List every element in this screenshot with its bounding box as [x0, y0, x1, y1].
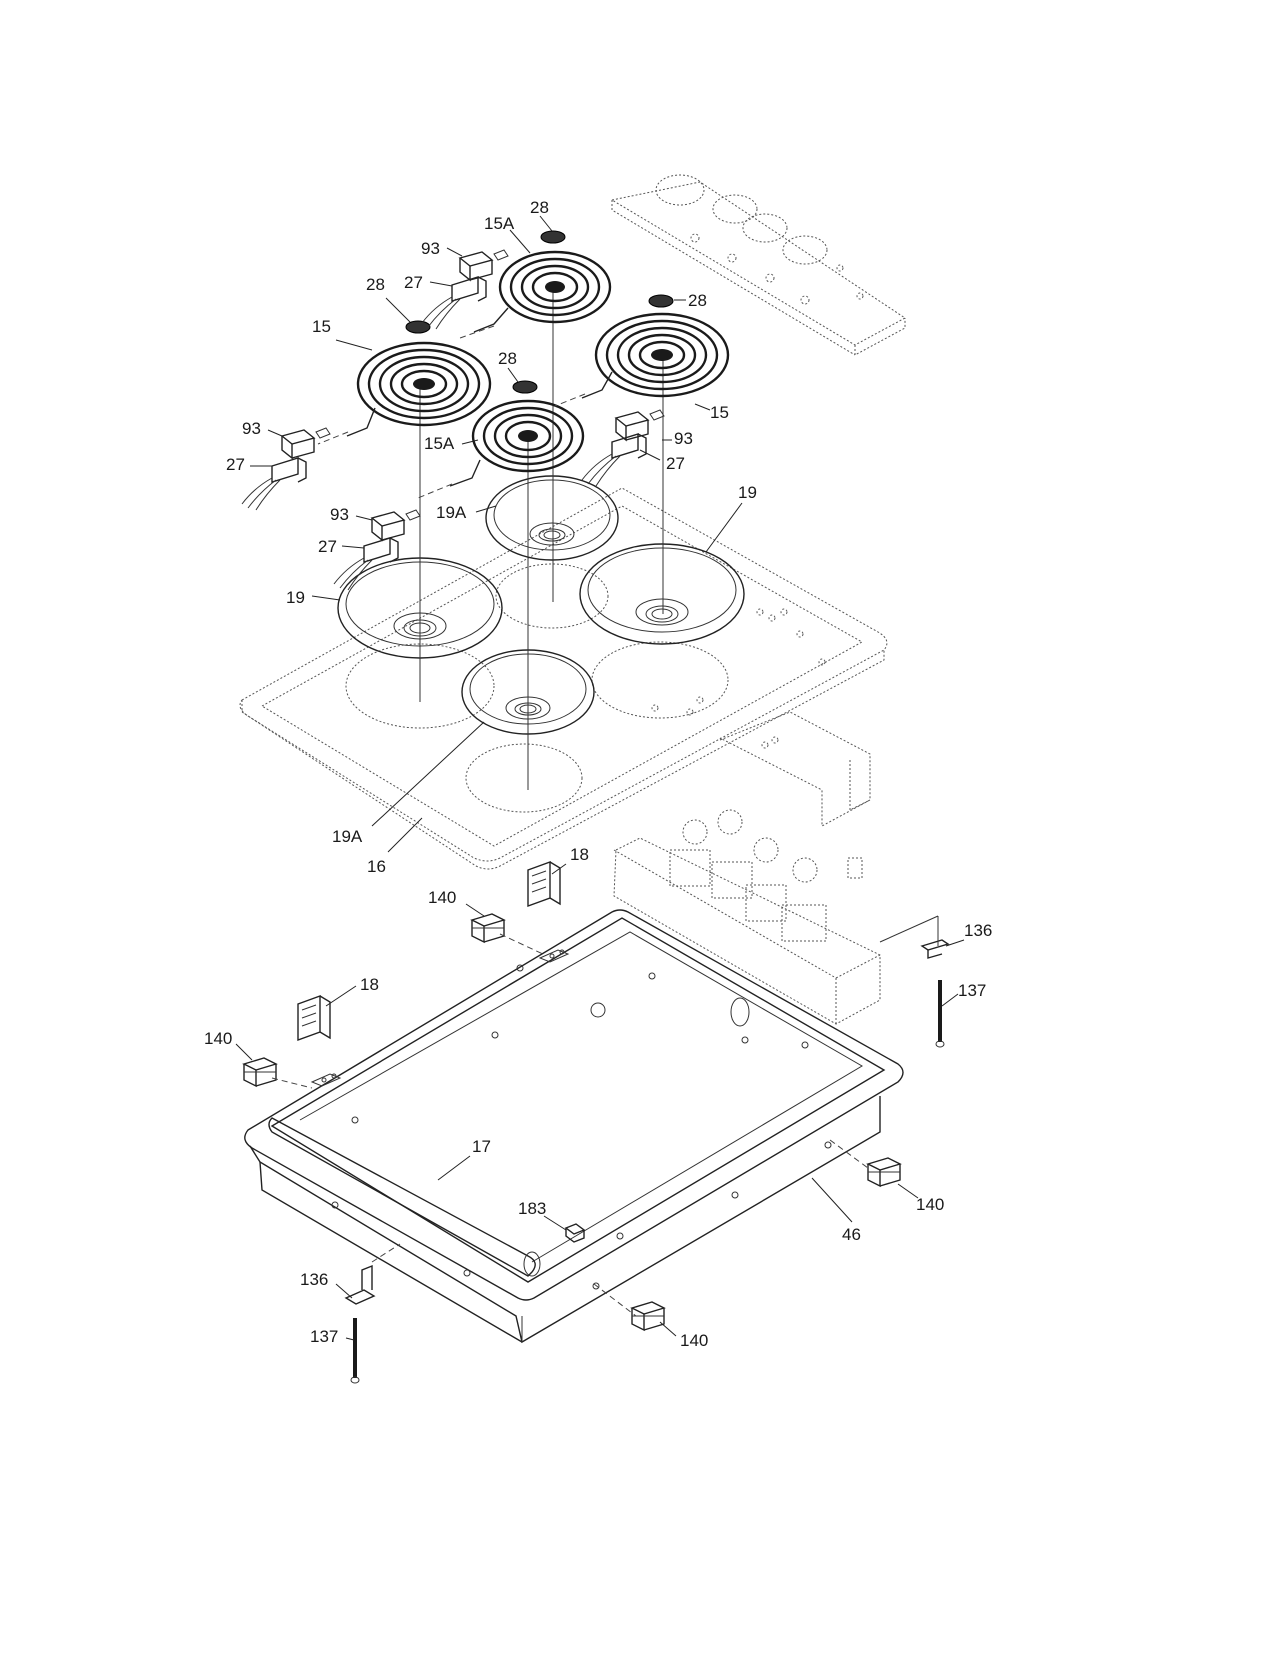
leader-lines: [235, 215, 965, 1341]
label-28-right: 28: [688, 291, 707, 310]
label-93-lower: 93: [330, 505, 349, 524]
clip-136-right: [879, 915, 950, 959]
label-17: 17: [472, 1137, 491, 1156]
gasket-17: [268, 1117, 541, 1277]
label-136-left: 136: [300, 1270, 328, 1289]
bracket-140-right: [867, 1157, 901, 1187]
label-93-right: 93: [674, 429, 693, 448]
control-panel-backguard: [610, 174, 906, 356]
label-19A-bottom: 19A: [332, 827, 363, 846]
hinge-18-lower: [297, 995, 331, 1041]
bracket-140-bottom: [631, 1301, 665, 1331]
label-19-right: 19: [738, 483, 757, 502]
surface-unit-15-right: [594, 312, 730, 398]
label-15A-top: 15A: [484, 214, 515, 233]
infinite-switch: [669, 809, 863, 942]
drip-pan-19-right: [579, 543, 745, 645]
screw-137-right: [935, 980, 945, 1048]
label-15-right: 15: [710, 403, 729, 422]
slot-hinge-lower: [310, 1073, 342, 1087]
surface-unit-15A-top: [498, 250, 612, 324]
drip-pan-19A-top: [485, 475, 619, 561]
label-140-bottom: 140: [680, 1331, 708, 1350]
label-19A-top: 19A: [436, 503, 467, 522]
label-15A-mid: 15A: [424, 434, 455, 453]
label-93-top: 93: [421, 239, 440, 258]
control-knob: [655, 174, 828, 265]
receptacle-93-top: [459, 249, 509, 281]
receptacle-93-left: [281, 427, 331, 459]
chassis-46: [244, 909, 904, 1344]
label-183: 183: [518, 1199, 546, 1218]
unit-terminals: [317, 307, 613, 499]
label-18-lower: 18: [360, 975, 379, 994]
label-16: 16: [367, 857, 386, 876]
label-140-right: 140: [916, 1195, 944, 1214]
label-27-lower: 27: [318, 537, 337, 556]
clip-136-left: [344, 1243, 401, 1305]
label-27-right: 27: [666, 454, 685, 473]
bracket-140-left: [243, 1057, 277, 1087]
assembly-lines-140: [271, 933, 869, 1317]
label-28-left: 28: [366, 275, 385, 294]
terminal-block-27-right: [581, 433, 647, 487]
grommet-183: [564, 1223, 586, 1243]
screw-137-left: [350, 1318, 360, 1384]
label-28-mid: 28: [498, 349, 517, 368]
unit-cap-28-left: [405, 320, 431, 334]
label-46: 46: [842, 1225, 861, 1244]
unit-cap-28-mid: [512, 380, 538, 394]
label-19-left: 19: [286, 588, 305, 607]
switch-housing: [613, 711, 881, 1025]
unit-cap-28-top: [540, 230, 566, 244]
label-140-upper: 140: [428, 888, 456, 907]
label-18-upper: 18: [570, 845, 589, 864]
label-27-top: 27: [404, 273, 423, 292]
label-28-top: 28: [530, 198, 549, 217]
terminal-block-27-top: [421, 276, 487, 330]
cooktop-maintop-16: [239, 487, 888, 870]
label-140-left: 140: [204, 1029, 232, 1048]
label-137-right: 137: [958, 981, 986, 1000]
label-137-left: 137: [310, 1327, 338, 1346]
label-15-left: 15: [312, 317, 331, 336]
unit-cap-28-right: [648, 294, 674, 308]
slot-hinge-upper: [538, 949, 570, 963]
hinge-18-upper: [527, 861, 561, 907]
bracket-140-upper: [471, 913, 505, 943]
surface-unit-15-left: [356, 341, 492, 427]
alignment-lines: [419, 290, 664, 790]
receptacle-93-lower: [371, 509, 421, 541]
callout-labels: 15A 28 93 27 28 28 15 28 15 93 15A 93 27…: [204, 198, 992, 1350]
label-93-left: 93: [242, 419, 261, 438]
label-27-left: 27: [226, 455, 245, 474]
label-136-right: 136: [964, 921, 992, 940]
